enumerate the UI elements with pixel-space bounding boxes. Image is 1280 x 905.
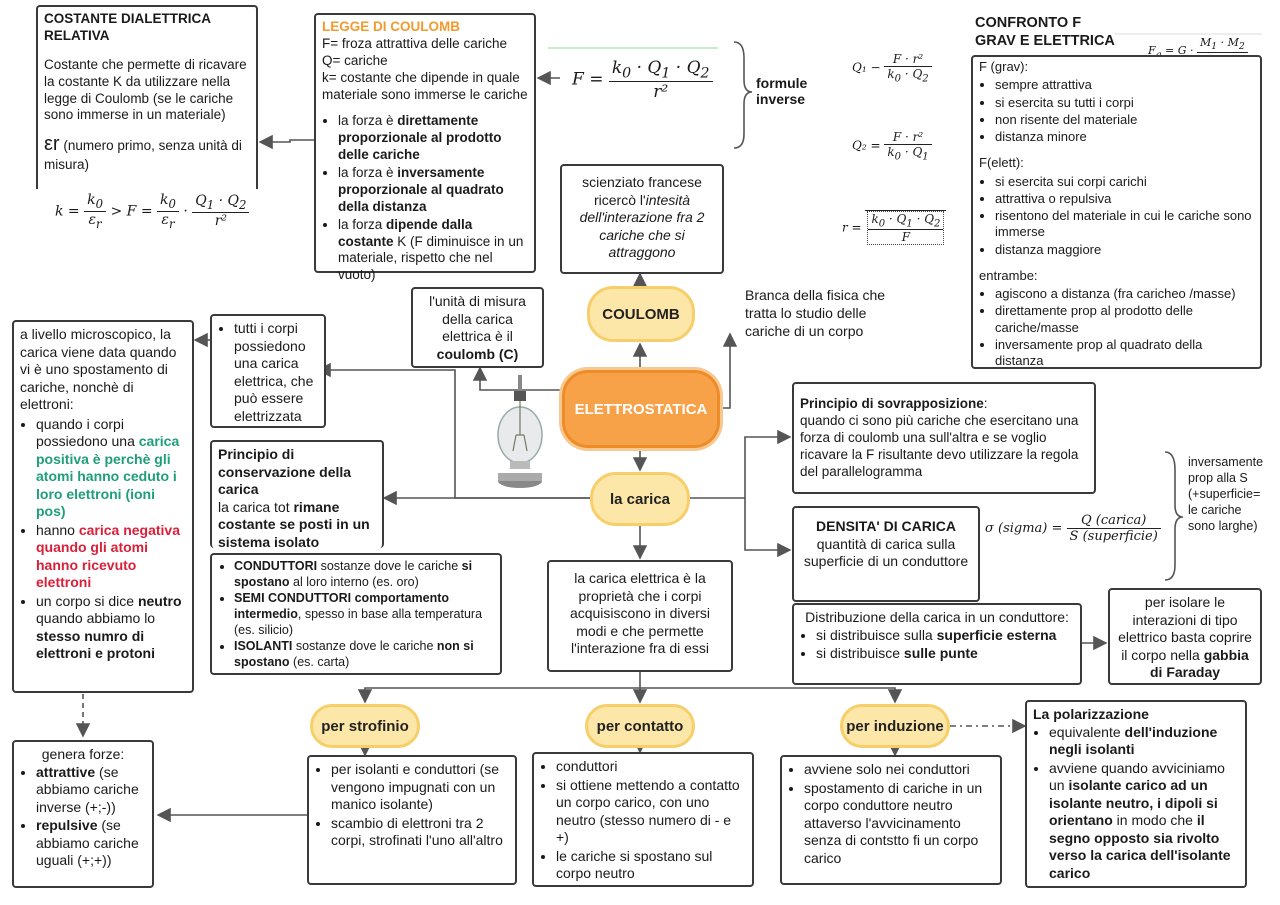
confronto-box: F (grav): sempre attrattiva si esercita … — [971, 55, 1262, 369]
la-carica-node: la carica — [590, 472, 690, 526]
branca-text: Branca della fisica che tratta lo studio… — [745, 287, 886, 340]
contatto-box: conduttori si ottiene mettendo a contatt… — [532, 752, 754, 887]
elett-item: si esercita sui corpi carichi — [995, 174, 1254, 190]
contatto-node: per contatto — [585, 704, 695, 748]
sovrapposizione-title: Principio di sovrapposizione — [800, 396, 984, 411]
conservazione-box: Principio di conservazione della carica … — [210, 440, 384, 550]
faraday-box: per isolare le interazioni di tipo elett… — [1108, 588, 1262, 685]
epsilon-note: (numero primo, senza unità di misura) — [44, 138, 242, 173]
conservazione-text: la carica tot rimane costante se posti i… — [218, 498, 370, 550]
grav-item: sempre attrattiva — [995, 77, 1254, 93]
scienziato-box: scienziato francese ricercò l'intesità d… — [560, 164, 724, 274]
distribuzione-box: Distribuzione della carica in un condutt… — [792, 603, 1082, 685]
confronto-title: CONFRONTO F GRAV E ELETTRICA — [975, 15, 1115, 50]
conduttori-item: CONDUTTORI sostanze dove le cariche si s… — [234, 559, 494, 590]
polarizzazione-item: avviene quando avviciniamo un isolante c… — [1049, 760, 1239, 883]
elettrostatica-node: ELETTROSTATICA — [562, 370, 720, 448]
coulomb-node: COULOMB — [587, 286, 695, 342]
distribuzione-head: Distribuzione della carica in un condutt… — [805, 609, 1069, 625]
strofinio-item: per isolanti e conduttori (se vengono im… — [331, 761, 509, 814]
legge-coulomb-box: LEGGE DI COULOMB F= froza attrattiva del… — [314, 13, 536, 282]
strofinio-node: per strofinio — [310, 704, 420, 748]
grav-item: distanza minore — [995, 129, 1254, 145]
polarizzazione-box: La polarizzazione equivalente dell'induz… — [1025, 700, 1247, 888]
sovrapposizione-box: Principio di sovrapposizione: quando ci … — [792, 382, 1096, 494]
strofinio-item: scambio di elettroni tra 2 corpi, strofi… — [331, 815, 509, 850]
formule-inverse-label: formule inverse — [756, 75, 808, 107]
conduttori-box: CONDUTTORI sostanze dove le cariche si s… — [210, 553, 502, 675]
costante-title: COSTANTE DIALETTRICA RELATIVA — [44, 11, 211, 43]
grav-head: F (grav): — [979, 59, 1029, 74]
induzione-item: spostamento di cariche in un corpo condu… — [804, 780, 994, 868]
densita-text: quantità di carica sulla superficie di u… — [803, 535, 969, 570]
elett-item: distanza maggiore — [995, 242, 1254, 258]
strofinio-box: per isolanti e conduttori (se vengono im… — [307, 755, 517, 885]
isolanti-item: ISOLANTI sostanze dove le cariche non si… — [234, 639, 494, 670]
micro-item-negative: hanno carica negativa quando gli atomi h… — [36, 522, 186, 592]
entrambe-head: entrambe: — [979, 267, 1038, 283]
legge-defs: F= froza attrattiva delle cariche Q= car… — [322, 35, 528, 102]
electroscope-image — [497, 375, 543, 488]
distribuzione-item: si distribuisce sulle punte — [816, 645, 1074, 663]
elett-item: risentono del materiale in cui le carich… — [995, 208, 1254, 241]
epsilon-symbol: εr — [44, 133, 60, 156]
distribuzione-item: si distribuisce sulla superficie esterna — [816, 627, 1074, 645]
densita-note: inversamente prop alla S (+superficie= l… — [1188, 455, 1264, 533]
micro-item-neutro: un corpo si dice neutro quando abbiamo l… — [36, 593, 186, 663]
costante-text: Costante che permette di ricavare la cos… — [44, 56, 247, 123]
induzione-box: avviene solo nei conduttori spostamento … — [780, 755, 1002, 885]
grav-item: non risente del materiale — [995, 112, 1254, 128]
sovrapposizione-text: : quando ci sono più cariche che esercit… — [800, 396, 1079, 479]
legge-point-1: la forza è direttamente proporzionale al… — [338, 113, 528, 164]
contatto-item: conduttori — [556, 758, 746, 776]
micro-intro: a livello microscopico, la carica viene … — [20, 326, 177, 412]
entrambe-item: agiscono a distanza (fra caricheo /masse… — [995, 286, 1254, 302]
elett-item: attrattiva o repulsiva — [995, 191, 1254, 207]
polarizzazione-title: La polarizzazione — [1033, 706, 1149, 722]
entrambe-item: direttamente prop al prodotto delle cari… — [995, 303, 1254, 336]
microscopico-box: a livello microscopico, la carica viene … — [12, 320, 194, 693]
tutti-corpi-box: tutti i corpi possiedono una carica elet… — [210, 314, 326, 428]
tutti-corpi-text: tutti i corpi possiedono una carica elet… — [234, 320, 318, 425]
conservazione-title: Principio di conservazione della carica — [218, 446, 352, 497]
sigma-formula: σ (sigma) = Q (carica)S (superficie) — [985, 513, 1161, 544]
densita-box: DENSITA' DI CARICA quantità di carica su… — [792, 506, 980, 602]
legge-point-2: la forza è inversamente proporzionale al… — [338, 165, 528, 216]
induzione-item: avviene solo nei conduttori — [804, 761, 994, 779]
polarizzazione-item: equivalente dell'induzione negli isolant… — [1049, 724, 1239, 759]
unita-box: l'unità di misura della carica elettrica… — [411, 287, 544, 368]
elett-head: F(elett): — [979, 155, 1024, 171]
entrambe-item: inversamente prop al quadrato della dist… — [995, 337, 1254, 370]
micro-item-positive: quando i corpi possiedono una carica pos… — [36, 416, 186, 521]
forze-box: genera forze: attrattive (se abbiamo car… — [12, 740, 154, 888]
forze-head: genera forze: — [41, 746, 125, 762]
costante-dialettrica-box: COSTANTE DIALETTRICA RELATIVA Costante c… — [36, 5, 258, 189]
contatto-item: le cariche si spostano sul corpo neutro — [556, 848, 746, 883]
forze-repulsive: repulsive (se abbiamo cariche uguali (+;… — [36, 817, 146, 870]
grav-item: si esercita su tutti i corpi — [995, 95, 1254, 111]
induzione-node: per induzione — [840, 704, 950, 748]
contatto-item: si ottiene mettendo a contatto un corpo … — [556, 777, 746, 847]
semiconduttori-item: SEMI CONDUTTORI comportamento intermedio… — [234, 591, 494, 638]
legge-point-3: la forza dipende dalla costante K (F dim… — [338, 217, 528, 285]
legge-title: LEGGE DI COULOMB — [322, 19, 460, 34]
carica-definizione-box: la carica elettrica è la proprietà che i… — [547, 560, 733, 672]
densita-title: DENSITA' DI CARICA — [816, 518, 956, 534]
forze-attrattive: attrattive (se abbiamo cariche inverse (… — [36, 764, 146, 817]
